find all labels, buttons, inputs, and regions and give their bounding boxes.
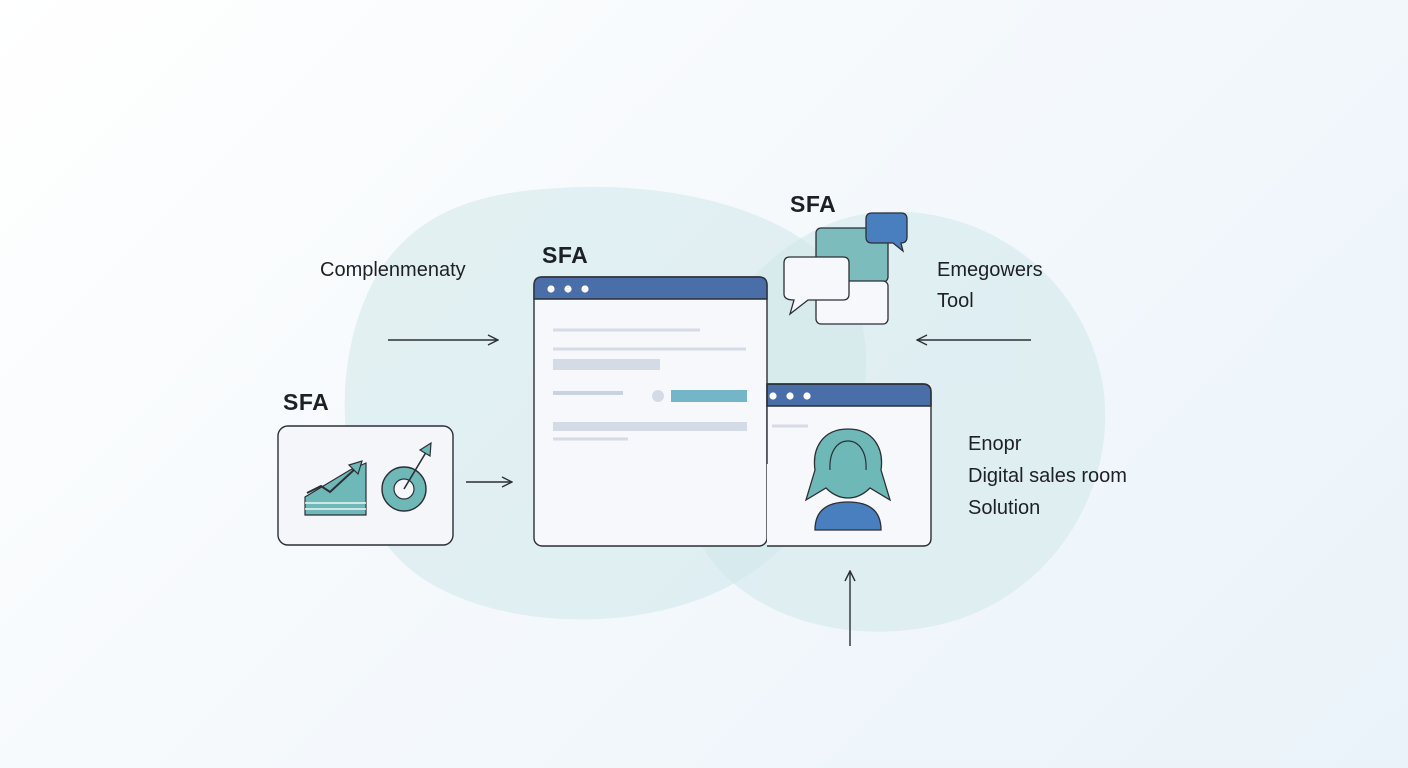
sfa-left-title: SFA	[283, 389, 330, 415]
dsr-label-line3: Solution	[968, 497, 1041, 519]
empowers-label-line1: Emegowers	[937, 259, 1043, 281]
sfa-growth-card	[277, 425, 454, 546]
growth-chart-icon	[304, 460, 367, 516]
sfa-chat-title: SFA	[790, 191, 837, 217]
dsr-label-line1: Enopr	[968, 433, 1022, 455]
user-avatar-icon	[804, 428, 892, 531]
sfa-main-window	[533, 276, 768, 547]
empowers-label-line2: Tool	[937, 290, 974, 312]
complementary-label: Complenmenaty	[320, 259, 466, 281]
target-arrow-icon	[381, 441, 432, 512]
chat-bubbles-icon	[783, 212, 908, 325]
sfa-main-title: SFA	[542, 242, 589, 268]
dsr-label-line2: Digital sales room	[968, 465, 1127, 487]
digital-sales-room-window	[543, 383, 932, 547]
